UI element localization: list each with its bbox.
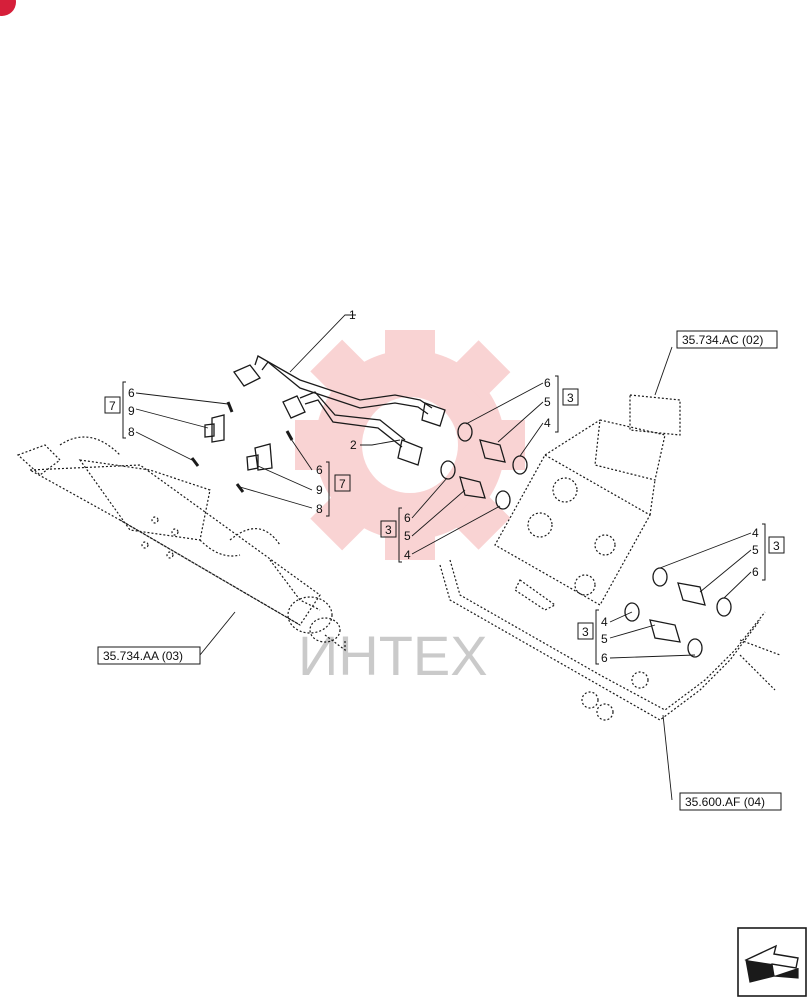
fittings (190, 401, 732, 658)
o-ring (716, 597, 732, 617)
svg-text:35.734.AC (02)[interactable]: 35.734.AC (02) (682, 333, 763, 347)
union-fitting (211, 414, 225, 443)
callout-group-left-bottom: 6 9 8 7 (316, 461, 351, 517)
ref-lines[interactable]: 35.600.AF (04) (679, 792, 782, 811)
svg-text:9: 9 (316, 483, 323, 497)
svg-text:6: 6 (128, 386, 135, 400)
rigid-tube-1 (233, 355, 446, 427)
union-fitting (254, 443, 273, 471)
svg-text:3: 3 (582, 625, 589, 639)
svg-text:3: 3 (773, 539, 780, 553)
hydraulic-cylinder (16, 436, 346, 652)
svg-text:4: 4 (752, 526, 759, 540)
svg-text:4: 4 (544, 416, 551, 430)
leader-lines (135, 314, 752, 801)
o-ring (235, 483, 245, 493)
watermark-text: ИНТЕХ (298, 624, 488, 687)
o-ring (440, 460, 456, 480)
svg-text:6: 6 (752, 565, 759, 579)
o-ring (687, 638, 703, 658)
svg-text:35.600.AF (04)[interactable]: 35.600.AF (04) (685, 795, 765, 809)
callout-group-center-bottom: 3 6 5 4 (380, 507, 411, 563)
callout-item-1: 1 (349, 308, 356, 322)
callouts: 1 2 7 6 9 8 6 9 8 7 6 5 4 3 (97, 308, 785, 811)
control-valve (494, 394, 681, 611)
callout-group-center-top: 6 5 4 3 (544, 375, 579, 433)
svg-text:5: 5 (752, 543, 759, 557)
svg-text:5: 5 (601, 632, 608, 646)
svg-text:4: 4 (601, 615, 608, 629)
adapter-fitting (479, 439, 506, 463)
ref-cylinder[interactable]: 35.734.AA (03) (97, 646, 201, 665)
callout-item-2: 2 (350, 438, 357, 452)
arrow-next-page-icon[interactable] (737, 927, 807, 997)
ref-valve[interactable]: 35.734.AC (02) (676, 330, 778, 349)
svg-text:35.734.AA (03)[interactable]: 35.734.AA (03) (103, 649, 183, 663)
red-circle-icon (0, 0, 16, 16)
svg-text:5: 5 (544, 395, 551, 409)
svg-text:3: 3 (567, 391, 574, 405)
svg-text:9: 9 (128, 404, 135, 418)
rigid-tube-2 (282, 391, 423, 466)
svg-text:6: 6 (316, 463, 323, 477)
adapter-fitting (649, 619, 681, 643)
o-ring (226, 401, 234, 413)
o-ring (652, 567, 668, 587)
o-ring (495, 490, 511, 510)
svg-text:5: 5 (404, 529, 411, 543)
svg-text:6: 6 (404, 511, 411, 525)
svg-text:8: 8 (128, 425, 135, 439)
o-ring (190, 457, 200, 467)
pipe-lines-right (439, 559, 781, 721)
svg-text:4: 4 (404, 548, 411, 562)
adapter-fitting (459, 476, 486, 499)
svg-text:7: 7 (339, 477, 346, 491)
callout-group-left-top: 7 6 9 8 (104, 381, 135, 439)
svg-text:3: 3 (385, 523, 392, 537)
svg-text:7: 7 (109, 399, 116, 413)
svg-text:8: 8 (316, 502, 323, 516)
o-ring (457, 422, 473, 442)
o-ring (624, 602, 640, 622)
svg-text:6: 6 (601, 651, 608, 665)
callout-group-right-bottom: 3 4 5 6 (577, 609, 608, 665)
adapter-fitting (677, 582, 706, 606)
callout-group-right-top: 4 5 6 3 (752, 523, 785, 581)
svg-text:6: 6 (544, 376, 551, 390)
